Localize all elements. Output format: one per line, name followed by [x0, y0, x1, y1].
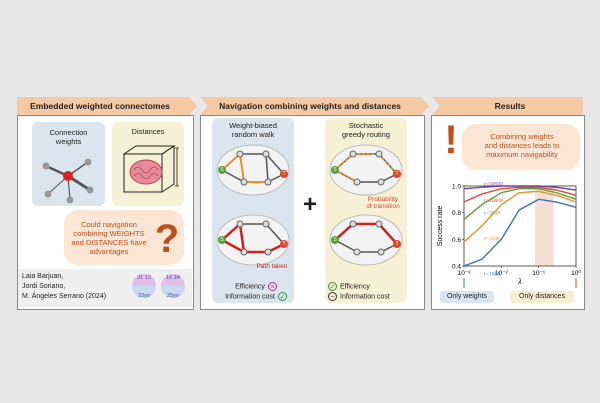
- node-t-2: T: [282, 241, 286, 247]
- series-line-t=1000: [463, 198, 577, 267]
- x-tick-label: 10⁰: [571, 269, 581, 277]
- info-cost-neutral-icon: −: [328, 292, 337, 302]
- series-line-t=50000: [463, 185, 577, 191]
- only-weights-tag: [440, 291, 494, 303]
- series-line-t=2500: [463, 190, 577, 243]
- y-tick-label: 1.0: [452, 184, 461, 191]
- authors-text: Laia Barjuan,Jordi Soriano,M. Ángeles Se…: [22, 273, 107, 300]
- y-tick-label: 0.6: [452, 237, 461, 244]
- question-bubble: [64, 210, 184, 265]
- header-embedded: Embedded weighted connectomes: [30, 101, 170, 111]
- x-tick-label: 10⁻²: [495, 270, 509, 277]
- node-t-4: T: [395, 241, 399, 247]
- y-tick-label: 0.8: [452, 210, 461, 217]
- node-s-2: S: [220, 237, 224, 243]
- node-t-3: T: [395, 171, 399, 177]
- x-axis-label: λ: [517, 277, 522, 286]
- efficiency-cross-icon: ×: [267, 282, 277, 291]
- header-navigation: Navigation combining weights and distanc…: [219, 101, 401, 111]
- efficiency-label: Efficiency: [235, 283, 265, 291]
- info-cost-label-2: Information cost: [340, 293, 390, 301]
- info-cost-check-icon: ✓: [277, 292, 287, 302]
- y-axis-label: Success rate: [437, 206, 444, 247]
- only-weights-label: Only weights: [446, 293, 488, 300]
- badge-1-top: 31 13: [137, 275, 151, 281]
- series-label: t=5000: [484, 211, 500, 217]
- series-line-t=5000: [463, 187, 577, 220]
- badge-2-bottom: 25yo: [167, 293, 179, 299]
- age-badges: [132, 274, 185, 298]
- series-label: t=2500: [484, 236, 500, 242]
- node-s-3: S: [333, 167, 337, 173]
- random-walk-graphs: [216, 144, 290, 266]
- path-taken-label: Path taken: [256, 263, 288, 270]
- node-s-1: S: [220, 167, 224, 173]
- series-label: t=1000: [484, 271, 500, 277]
- weighted-graph-icon: [42, 158, 94, 204]
- series-label: t=50000: [484, 181, 503, 187]
- distances-label: Distances: [131, 127, 165, 136]
- success-rate-chart: 0.4 0.6 0.8 1.0 10⁻³ 10⁻² 10⁻¹ 10⁰ λ Success rate…: [437, 181, 581, 288]
- random-walk-legend: Efficiency× Information cost✓: [218, 282, 294, 303]
- efficiency-check-icon: ✓: [328, 282, 337, 291]
- badge-2-top: 16 24: [166, 275, 180, 281]
- x-tick-label: 10⁻¹: [532, 270, 546, 277]
- series-label: t=10000: [484, 198, 503, 204]
- y-tick-label: 0.4: [452, 264, 461, 271]
- optimal-band: [535, 186, 554, 266]
- series-line-t=10000: [463, 186, 577, 203]
- efficiency-label-2: Efficiency: [340, 283, 370, 291]
- info-cost-label: Information cost: [225, 293, 275, 301]
- only-distances-tag: [510, 291, 574, 303]
- node-t-1: T: [282, 171, 286, 177]
- node-s-4: S: [333, 237, 337, 243]
- greedy-routing-legend: ✓Efficiency −Information cost: [328, 282, 404, 303]
- header-results: Results: [494, 101, 526, 111]
- badge-1-bottom: 22yo: [138, 293, 150, 299]
- exclamation-mark: !: [444, 118, 458, 162]
- plus-sign: +: [302, 191, 317, 218]
- greedy-routing-graphs: [329, 144, 403, 266]
- header-bar: [17, 97, 583, 115]
- brain-cube-icon: [122, 145, 179, 193]
- result-bubble: [462, 124, 580, 170]
- x-tick-label: 10⁻³: [458, 270, 472, 277]
- only-distances-label: Only distances: [519, 293, 565, 300]
- question-mark: ?: [154, 217, 180, 261]
